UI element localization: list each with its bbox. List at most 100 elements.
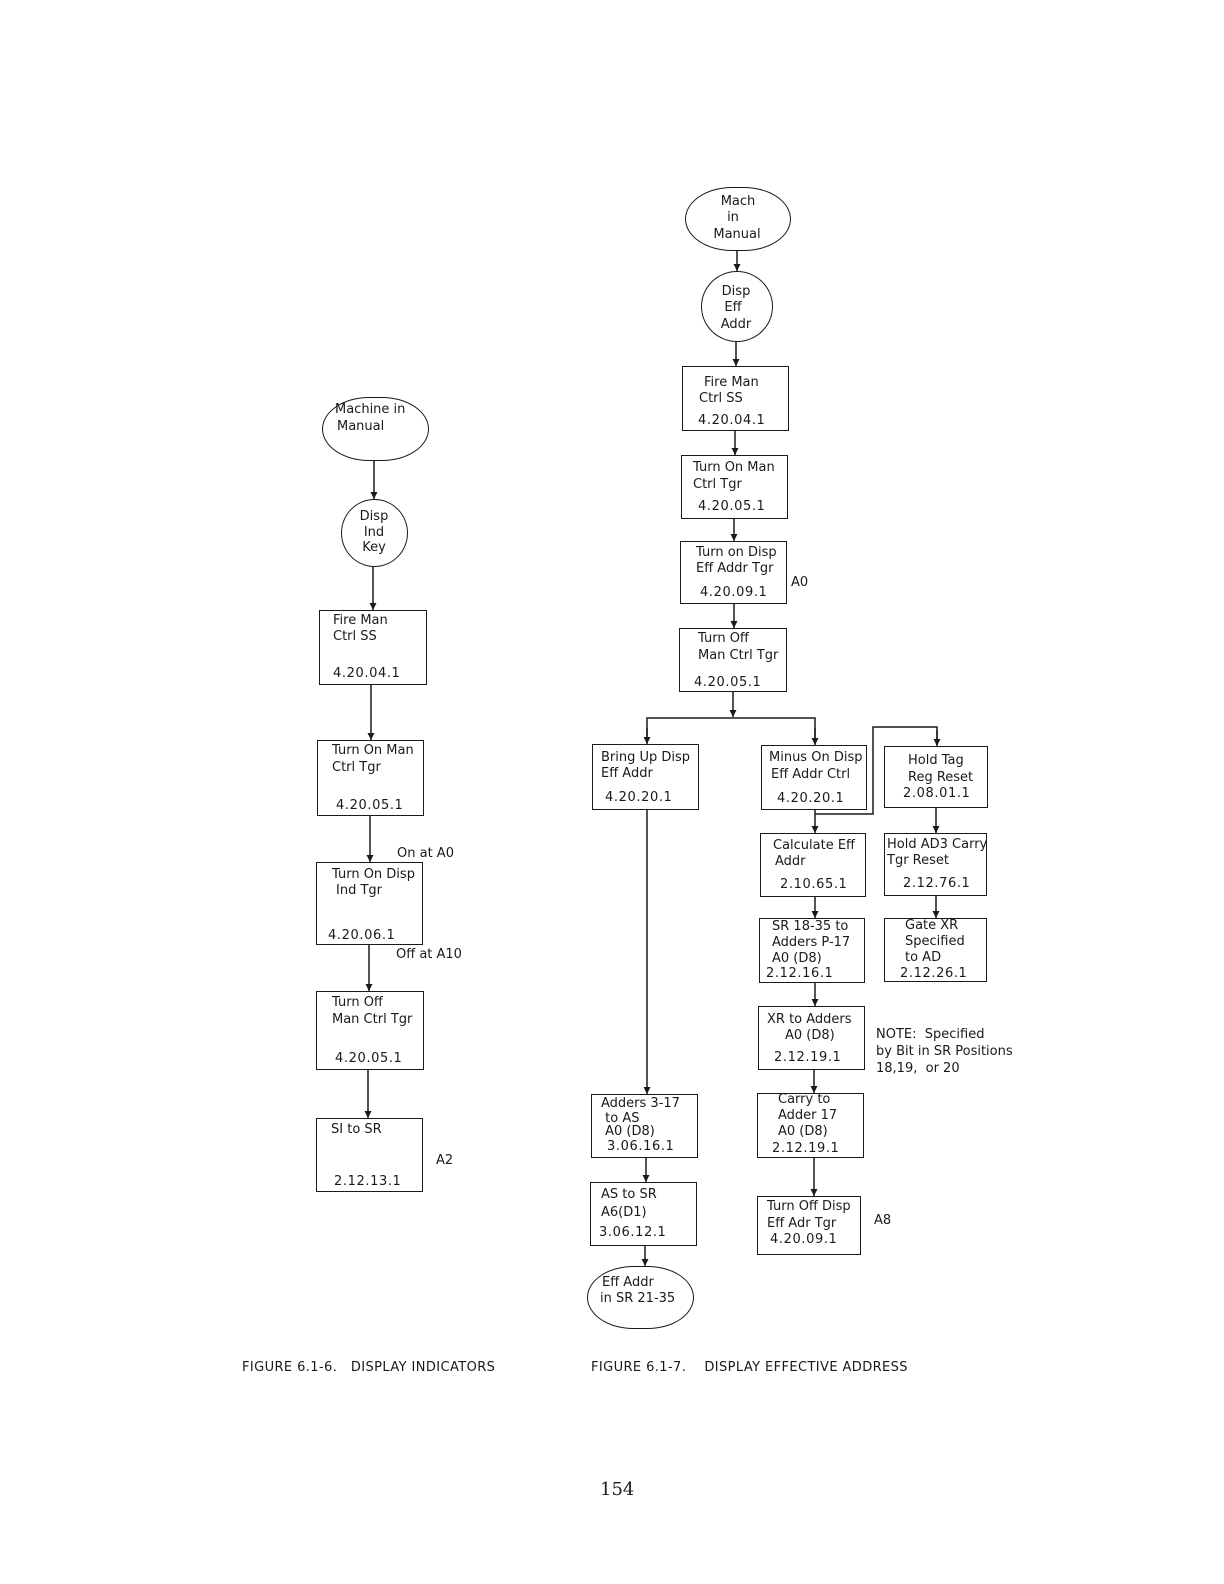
- box-ref-code: 4.20.05.1: [694, 675, 762, 690]
- box-ref-code: 4.20.09.1: [770, 1232, 838, 1247]
- start-label-line-2: in: [727, 210, 739, 225]
- box-ref-code: 4.20.04.1: [698, 413, 766, 428]
- process-hold-ad3-carry-tgr-reset: Hold AD3 Carry Tgr Reset 2.12.76.1: [884, 833, 987, 896]
- process-turn-on-man-ctrl-tgr: Turn On Man Ctrl Tgr 4.20.05.1: [317, 740, 424, 816]
- box-text-line-1: Gate XR: [905, 918, 959, 933]
- circle-line-2: Eff: [724, 300, 742, 315]
- box-text-line-2: Ctrl Tgr: [693, 477, 742, 492]
- box-text-line-2: Man Ctrl Tgr: [698, 648, 779, 663]
- circle-line-2: Ind: [363, 525, 385, 540]
- note-line-1: NOTE: Specified: [876, 1027, 985, 1042]
- box-ref-code: 2.08.01.1: [903, 786, 971, 801]
- box-text-line-1: Fire Man: [333, 613, 388, 628]
- box-text-line-2: Ctrl SS: [333, 629, 377, 644]
- box-text-line-1: SI to SR: [331, 1122, 382, 1137]
- start-terminal-mach-in-manual: Mach in Manual: [685, 187, 791, 251]
- process-fire-man-ctrl-ss: Fire Man Ctrl SS 4.20.04.1: [682, 366, 789, 431]
- box-ref-code: 2.12.19.1: [772, 1141, 840, 1156]
- end-terminal-eff-addr-in-sr: Eff Addr in SR 21-35: [587, 1266, 694, 1329]
- process-sr-18-35-to-adders: SR 18-35 to Adders P-17 A0 (D8) 2.12.16.…: [759, 918, 865, 983]
- process-turn-on-disp-ind-tgr: Turn On Disp Ind Tgr 4.20.06.1: [316, 862, 423, 945]
- box-ref-code: 3.06.12.1: [599, 1225, 667, 1240]
- connector-circle-disp-eff-addr: Disp Eff Addr: [701, 271, 773, 342]
- box-text-line-2: Man Ctrl Tgr: [332, 1012, 413, 1027]
- box-ref-code: 4.20.05.1: [336, 798, 404, 813]
- process-turn-on-disp-eff-addr-tgr: Turn on Disp Eff Addr Tgr 4.20.09.1: [680, 541, 787, 604]
- box-text-line-2: to AS: [601, 1111, 640, 1126]
- box-ref-code: 2.12.26.1: [900, 966, 968, 981]
- process-turn-off-man-ctrl-tgr: Turn Off Man Ctrl Tgr 4.20.05.1: [679, 628, 787, 692]
- box-text-line-1: AS to SR: [601, 1187, 657, 1202]
- box-text-line-3: to AD: [905, 950, 942, 965]
- box-ref-code: 2.10.65.1: [780, 877, 848, 892]
- process-calculate-eff-addr: Calculate Eff Addr 2.10.65.1: [760, 833, 866, 897]
- box-text-line-1: Turn On Man: [332, 743, 414, 758]
- box-ref-code: 4.20.04.1: [333, 666, 401, 681]
- box-text-line-2: Ctrl Tgr: [332, 760, 381, 775]
- start-label-line-1: Mach: [720, 194, 756, 209]
- label-on-at-a0: On at A0: [397, 846, 454, 861]
- box-ref-code: 4.20.05.1: [698, 499, 766, 514]
- box-text-line-2: Eff Addr Tgr: [696, 561, 774, 576]
- box-text-line-2: Addr: [775, 854, 806, 869]
- box-ref-code: 4.20.20.1: [605, 790, 673, 805]
- box-ref-code: 4.20.20.1: [777, 791, 845, 806]
- label-a0: A0: [791, 575, 809, 590]
- process-turn-off-man-ctrl-tgr: Turn Off Man Ctrl Tgr 4.20.05.1: [316, 991, 424, 1070]
- process-si-to-sr: SI to SR 2.12.13.1: [316, 1118, 423, 1192]
- box-text-line-2: Eff Adr Tgr: [767, 1216, 837, 1231]
- box-text-line-3: A0 (D8): [772, 951, 822, 966]
- start-label-line-1: Machine in: [335, 402, 406, 417]
- process-gate-xr-specified-to-ad: Gate XR Specified to AD 2.12.26.1: [884, 918, 987, 982]
- box-text-line-2: Ind Tgr: [336, 883, 382, 898]
- process-hold-tag-reg-reset: Hold Tag Reg Reset 2.08.01.1: [884, 746, 988, 808]
- figure-caption-6-1-6: FIGURE 6.1-6. DISPLAY INDICATORS: [242, 1360, 496, 1375]
- page-number: 154: [600, 1479, 635, 1500]
- box-text-line-2: Tgr Reset: [887, 853, 949, 868]
- process-xr-to-adders: XR to Adders A0 (D8) 2.12.19.1: [758, 1006, 865, 1070]
- label-a2: A2: [436, 1153, 454, 1168]
- process-as-to-sr: AS to SR A6(D1) 3.06.12.1: [590, 1182, 697, 1246]
- process-minus-on-disp-eff-addr-ctrl: Minus On Disp Eff Addr Ctrl 4.20.20.1: [761, 745, 867, 810]
- circle-line-1: Disp: [721, 284, 751, 299]
- note-line-2: by Bit in SR Positions: [876, 1044, 1013, 1059]
- connector-circle-disp-ind-key: Disp Ind Key: [341, 499, 408, 567]
- circle-line-3: Key: [362, 540, 386, 555]
- label-off-at-a10: Off at A10: [396, 947, 462, 962]
- start-label-line-2: Manual: [337, 419, 385, 434]
- box-text-line-2: Reg Reset: [908, 770, 974, 785]
- start-terminal-machine-in-manual: Machine in Manual: [322, 397, 429, 461]
- box-text-line-1: XR to Adders: [767, 1012, 852, 1027]
- process-bring-up-disp-eff-addr: Bring Up Disp Eff Addr 4.20.20.1: [592, 744, 699, 810]
- box-ref-code: 2.12.19.1: [774, 1050, 842, 1065]
- box-text-line-2: Adders P-17: [772, 935, 851, 950]
- box-ref-code: 4.20.09.1: [700, 585, 768, 600]
- box-text-line-2: Ctrl SS: [699, 391, 743, 406]
- note-line-3: 18,19, or 20: [876, 1061, 960, 1076]
- box-text-line-1: Minus On Disp: [769, 750, 863, 765]
- box-text-line-1: Turn Off: [698, 631, 749, 646]
- start-label-line-3: Manual: [713, 227, 761, 242]
- box-text-line-1: SR 18-35 to: [772, 919, 849, 934]
- box-text-line-1: Turn On Disp: [332, 867, 415, 882]
- box-text-line-1: Carry to: [778, 1092, 831, 1107]
- box-text-line-1: Calculate Eff: [773, 838, 856, 853]
- box-text-line-2: Eff Addr Ctrl: [771, 767, 851, 782]
- circle-line-1: Disp: [359, 509, 389, 524]
- box-text-line-1: Fire Man: [704, 375, 759, 390]
- process-carry-to-adder-17: Carry to Adder 17 A0 (D8) 2.12.19.1: [757, 1092, 864, 1158]
- process-adders-3-17-to-as: Adders 3-17 to AS A0 (D8) 3.06.16.1: [591, 1094, 698, 1158]
- box-text-line-1: Adders 3-17: [601, 1096, 680, 1111]
- box-ref-code: 3.06.16.1: [607, 1139, 675, 1154]
- process-fire-man-ctrl-ss: Fire Man Ctrl SS 4.20.04.1: [319, 610, 427, 685]
- circle-line-3: Addr: [720, 317, 752, 332]
- box-text-line-2: Specified: [905, 934, 965, 949]
- box-text-line-3: A0 (D8): [778, 1124, 828, 1139]
- process-turn-on-man-ctrl-tgr: Turn On Man Ctrl Tgr 4.20.05.1: [681, 455, 788, 519]
- figure-caption-6-1-7: FIGURE 6.1-7. DISPLAY EFFECTIVE ADDRESS: [591, 1360, 908, 1375]
- box-text-line-3: A0 (D8): [601, 1124, 655, 1139]
- box-text-line-1: Turn Off Disp: [767, 1199, 851, 1214]
- box-text-line-1: Turn Off: [332, 995, 383, 1010]
- process-turn-off-disp-eff-adr-tgr: Turn Off Disp Eff Adr Tgr 4.20.09.1: [757, 1196, 861, 1255]
